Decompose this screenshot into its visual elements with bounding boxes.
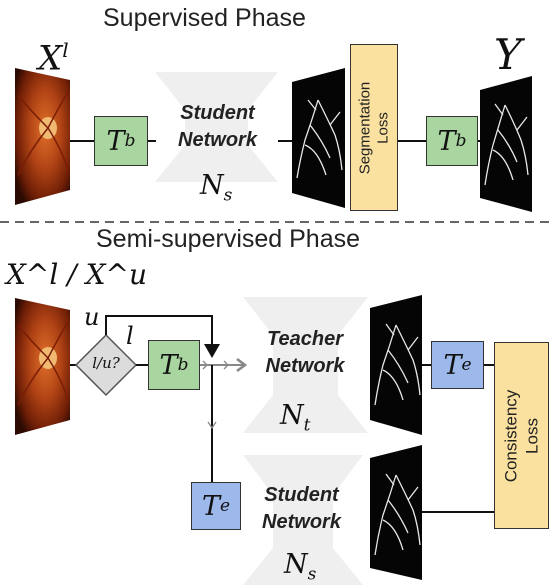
label-decision-diamond xyxy=(74,333,138,397)
vessel-mask-teacher xyxy=(370,295,422,435)
branch-label-l: l xyxy=(126,322,134,350)
supervised-phase-title: Supervised Phase xyxy=(103,4,306,32)
vessel-mask-supervised xyxy=(292,68,345,208)
student-network-shape-semi xyxy=(243,455,363,585)
vessel-mask-target xyxy=(480,76,532,212)
target-label-y: Y xyxy=(494,30,522,79)
teacher-network-shape xyxy=(243,297,368,433)
student-network-var-semi: Ns xyxy=(284,549,317,585)
semi-supervised-phase-title: Semi-supervised Phase xyxy=(96,225,361,253)
student-network-label-supervised: Student Network xyxy=(178,102,257,151)
consistency-loss-box: Consistency Loss xyxy=(494,342,549,529)
supervised-input-label: Xl xyxy=(38,38,69,79)
teacher-network-label: Teacher Network xyxy=(265,328,345,377)
fundus-image-supervised xyxy=(15,68,70,205)
decision-label: l/u? xyxy=(92,354,120,372)
student-network-label-semi: Student Network xyxy=(262,484,341,533)
segmentation-loss-box: Segmentation Loss xyxy=(350,44,398,211)
branch-label-u: u xyxy=(84,303,100,331)
student-network-shape-supervised xyxy=(155,72,278,182)
fundus-image-semi xyxy=(15,298,70,435)
teacher-network-var: Nt xyxy=(280,400,311,436)
semi-input-label: X^l / X^u xyxy=(6,258,148,291)
student-network-var-supervised: Ns xyxy=(200,170,233,206)
vessel-mask-student xyxy=(370,445,422,580)
